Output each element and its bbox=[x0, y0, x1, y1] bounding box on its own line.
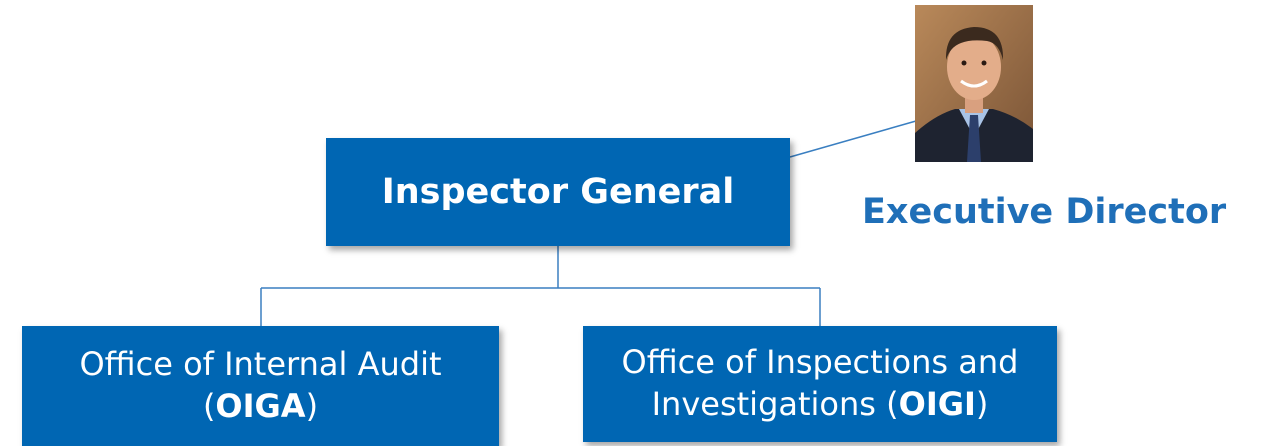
oiga-box: Office of Internal Audit (OIGA) bbox=[22, 326, 499, 446]
person-portrait-icon bbox=[915, 5, 1033, 162]
oigi-box: Office of Inspections and Investigations… bbox=[583, 326, 1057, 442]
oigi-text: Office of Inspections and Investigations… bbox=[603, 342, 1037, 425]
inspector-general-label: Inspector General bbox=[381, 172, 735, 212]
oiga-text: Office of Internal Audit (OIGA) bbox=[79, 344, 441, 427]
oiga-open-paren: ( bbox=[202, 387, 216, 425]
oiga-acronym: OIGA bbox=[215, 387, 306, 425]
executive-director-label: Executive Director bbox=[862, 192, 1227, 232]
oigi-open-paren: ( bbox=[886, 385, 899, 423]
oiga-close-paren: ) bbox=[305, 387, 319, 425]
oigi-close-paren: ) bbox=[975, 385, 989, 423]
inspector-general-box: Inspector General bbox=[326, 138, 790, 246]
oiga-name: Office of Internal Audit bbox=[79, 345, 442, 384]
oigi-name: Office of Inspections and Investigations bbox=[621, 343, 1019, 423]
connector-ig-to-executive-director bbox=[789, 120, 917, 158]
oigi-acronym: OIGI bbox=[898, 385, 976, 423]
